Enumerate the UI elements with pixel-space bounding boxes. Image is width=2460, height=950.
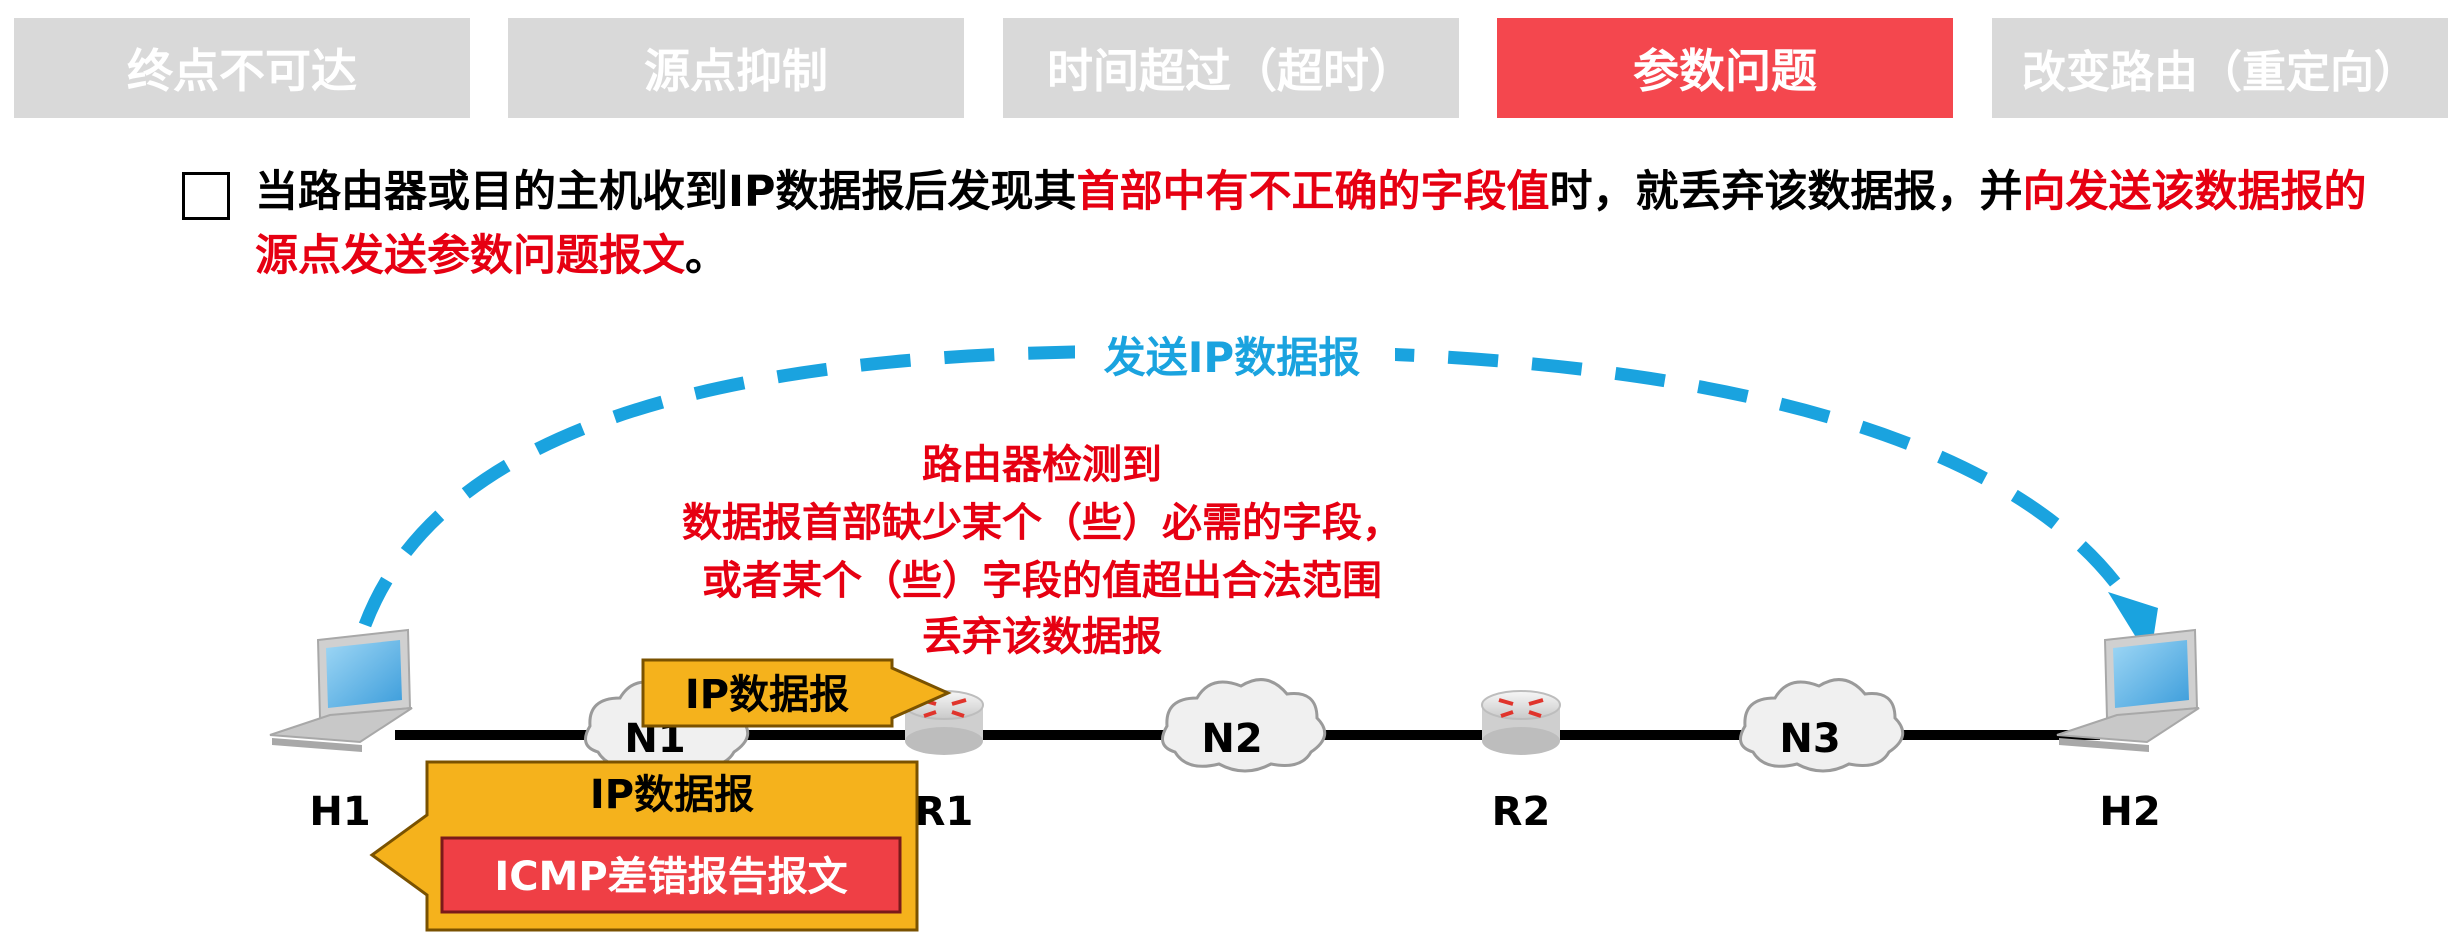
h1-label: H1: [309, 789, 370, 835]
network-cloud-n2: N2: [1161, 678, 1327, 773]
tab-destination-unreachable[interactable]: 终点不可达: [14, 18, 470, 118]
router-note-line4: 丢弃该数据报: [922, 614, 1162, 660]
bullet-checkbox: [182, 172, 230, 220]
tab-redirect[interactable]: 改变路由（重定向）: [1992, 18, 2448, 118]
icmp-message-box: [440, 836, 902, 914]
desc-part3: 时，就丢弃该数据报，并: [1549, 167, 2023, 217]
r1-label: R1: [915, 789, 974, 835]
arc-label-bg: [1075, 325, 1395, 387]
desc-part5: 。: [685, 231, 728, 281]
icmp-message-label: ICMP差错报告报文: [494, 854, 847, 900]
n2-label: N2: [1201, 716, 1262, 762]
router-note: 路由器检测到 数据报首部缺少某个（些）必需的字段， 或者某个（些）字段的值超出合…: [682, 442, 1402, 660]
n3-label: N3: [1779, 716, 1840, 762]
h2-label: H2: [2099, 789, 2160, 835]
r2-label: R2: [1492, 789, 1551, 835]
laptop-h2-icon: [2056, 628, 2200, 752]
laptop-h1-icon: [269, 628, 413, 752]
network-cloud-n3: N3: [1739, 678, 1905, 773]
router-note-line1: 路由器检测到: [922, 442, 1162, 488]
desc-part2: 首部中有不正确的字段值: [1076, 167, 1550, 217]
tab-parameter-problem[interactable]: 参数问题: [1497, 18, 1953, 118]
ip-packet-forward: IP数据报: [641, 658, 952, 728]
router-note-line2: 数据报首部缺少某个（些）必需的字段，: [682, 500, 1402, 546]
ip-packet-forward-label: IP数据报: [685, 672, 849, 718]
tab-time-exceeded[interactable]: 时间超过（超时）: [1003, 18, 1459, 118]
desc-part4: 向发送该数据报的源点发送参数问题报文: [255, 167, 2367, 281]
description-text: 当路由器或目的主机收到IP数据报后发现其首部中有不正确的字段值时，就丢弃该数据报…: [255, 160, 2405, 288]
arc-label: 发送IP数据报: [1104, 333, 1360, 382]
icmp-return-packet: IP数据报 ICMP差错报告报文: [369, 760, 919, 932]
return-packet-label: IP数据报: [590, 772, 754, 818]
desc-part1: 当路由器或目的主机收到IP数据报后发现其: [255, 167, 1077, 217]
router-note-line3: 或者某个（些）字段的值超出合法范围: [702, 558, 1382, 604]
router-r2-icon: [1481, 690, 1561, 755]
tab-source-quench[interactable]: 源点抑制: [508, 18, 964, 118]
